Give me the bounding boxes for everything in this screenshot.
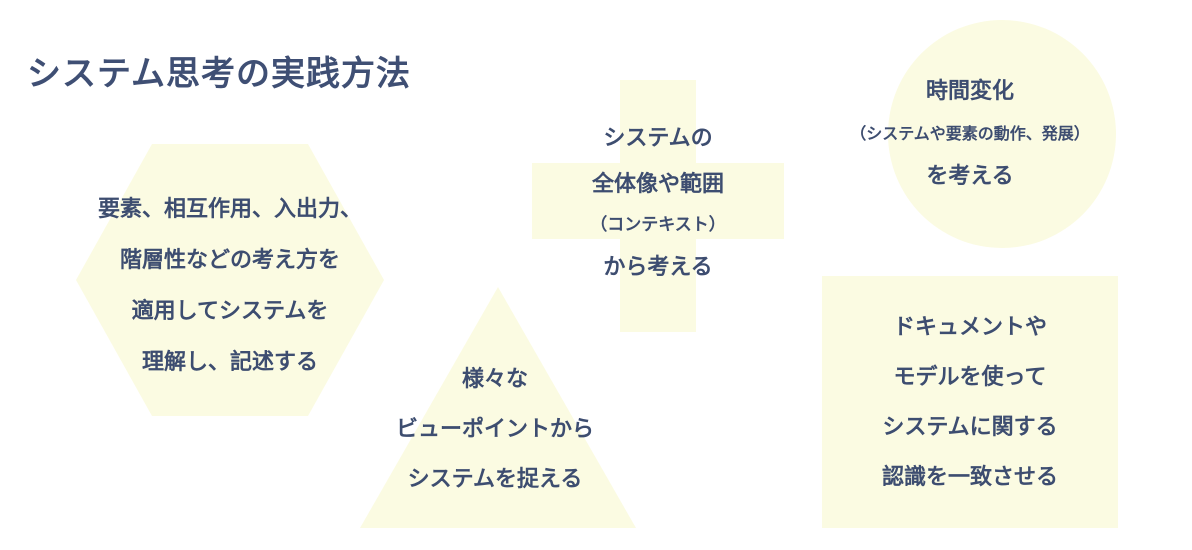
hexagon-polygon: [76, 144, 384, 416]
hexagon-line-3: 適用してシステムを: [131, 299, 329, 324]
square-line-1: ドキュメントや: [892, 315, 1047, 340]
triangle-line-1: 様々な: [461, 367, 528, 392]
cross-horizontal-bar: [532, 163, 784, 239]
square-line-2: モデルを使って: [893, 365, 1047, 390]
cross-line-2: 全体像や範囲: [591, 172, 724, 197]
cross-line-1: システムの: [603, 126, 713, 151]
hexagon-line-4: 理解し、記述する: [141, 350, 318, 375]
square-text: ドキュメントや モデルを使って システムに関する 認識を一致させる: [822, 303, 1118, 503]
hexagon-line-1: 要素、相互作用、入出力、: [97, 197, 362, 222]
triangle-shape: [360, 287, 636, 528]
cross-line-3: （コンテキスト）: [590, 215, 726, 235]
cross-text: システムの 全体像や範囲 （コンテキスト） から考える: [530, 116, 786, 294]
square-shape: [822, 276, 1118, 528]
square-line-3: システムに関する: [882, 415, 1058, 440]
circle-line-3: を考える: [926, 164, 1014, 189]
cross-line-4: から考える: [603, 255, 713, 280]
triangle-line-3: システムを捉える: [407, 467, 583, 492]
circle-line-2: （システムや要素の動作、発展）: [850, 124, 1090, 143]
circle-shape: [888, 20, 1116, 248]
square-line-4: 認識を一致させる: [881, 465, 1058, 490]
triangle-line-2: ビューポイントから: [395, 417, 594, 442]
circle-text: 時間変化 （システムや要素の動作、発展） を考える: [830, 70, 1110, 200]
hexagon-line-2: 階層性などの考え方を: [119, 248, 340, 273]
triangle-text: 様々な ビューポイントから システムを捉える: [360, 355, 630, 505]
page-title: システム思考の実践方法: [27, 54, 411, 94]
circle-line-1: 時間変化: [925, 79, 1014, 104]
hexagon-text: 要素、相互作用、入出力、 階層性などの考え方を 適用してシステムを 理解し、記述…: [60, 184, 400, 388]
